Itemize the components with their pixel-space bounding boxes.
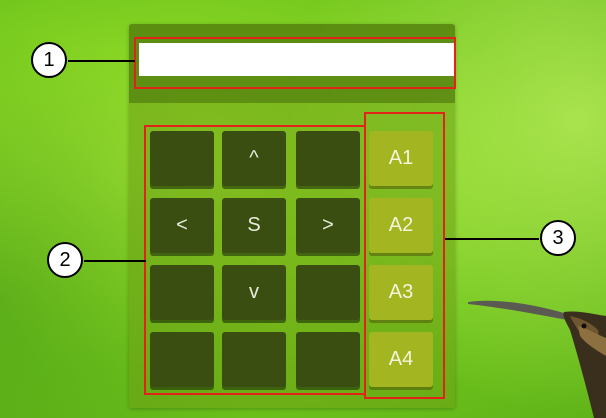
right-key[interactable]: > — [296, 198, 360, 253]
keypad-blank-key[interactable] — [150, 265, 214, 320]
hummingbird-image — [468, 300, 606, 418]
action-a4-button[interactable]: A4 — [369, 332, 433, 387]
action-a3-button[interactable]: A3 — [369, 265, 433, 320]
keypad-blank-key[interactable] — [222, 332, 286, 387]
callout-2: 2 — [47, 242, 83, 278]
display-field[interactable] — [139, 43, 454, 76]
callout-3: 3 — [540, 220, 576, 256]
keypad-blank-key[interactable] — [296, 332, 360, 387]
callout-2-line — [84, 260, 146, 262]
left-key[interactable]: < — [150, 198, 214, 253]
callout-3-line — [445, 238, 539, 240]
keypad-blank-key[interactable] — [296, 131, 360, 186]
keypad-blank-key[interactable] — [150, 332, 214, 387]
select-key[interactable]: S — [222, 198, 286, 253]
callout-1: 1 — [31, 42, 67, 78]
action-a2-button[interactable]: A2 — [369, 198, 433, 253]
keypad-blank-key[interactable] — [296, 265, 360, 320]
action-a1-button[interactable]: A1 — [369, 131, 433, 186]
down-key[interactable]: v — [222, 265, 286, 320]
keypad-blank-key[interactable] — [150, 131, 214, 186]
callout-1-line — [68, 60, 135, 62]
up-key[interactable]: ^ — [222, 131, 286, 186]
